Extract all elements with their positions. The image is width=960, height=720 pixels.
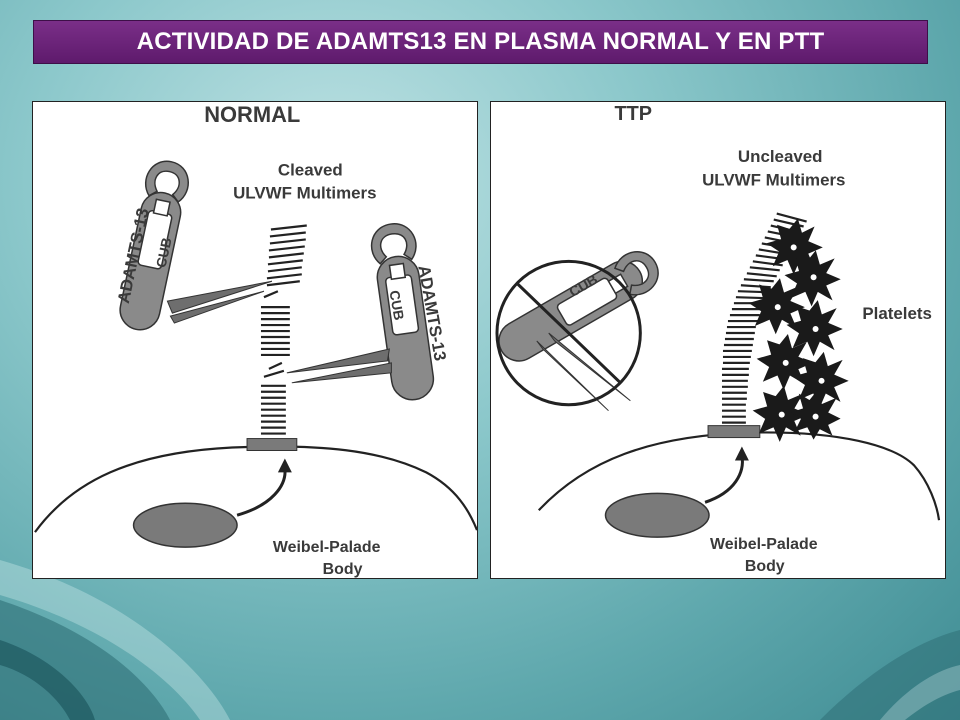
scissor-blades-right — [286, 348, 392, 384]
weibel-palade-body — [132, 502, 238, 548]
membrane-anchor — [707, 425, 761, 439]
multimer-upper-segment — [263, 224, 307, 299]
adamts13-enzyme-left — [119, 160, 189, 331]
platelets-cluster — [748, 218, 849, 442]
secretion-arrow — [704, 455, 744, 504]
uncleaved-multimer — [721, 212, 807, 424]
cub-label-left: CUB — [153, 236, 175, 269]
cleaved-label-line2: ULVWF Multimers — [233, 184, 376, 203]
scissor-blade-1 — [548, 332, 631, 402]
scissor-blade-2 — [536, 340, 609, 412]
body-label-line1: Weibel-Palade — [710, 536, 818, 553]
membrane-anchor — [246, 438, 298, 451]
normal-panel: CUB ADAMTS-13 CUB ADAMTS-13 NORMAL Cleav… — [32, 101, 478, 579]
cleaved-label-line1: Cleaved — [278, 161, 343, 180]
secretion-arrow-head — [734, 446, 749, 461]
ttp-diagram: CUB TTP Uncleaved ULVWF Multimers Platel… — [495, 103, 941, 575]
secretion-arrow-head — [277, 458, 292, 473]
multimer-middle-segment — [260, 306, 290, 357]
cub-label-right: CUB — [386, 289, 407, 321]
normal-heading: NORMAL — [204, 102, 300, 127]
platelets-label: Platelets — [862, 304, 932, 323]
uncleaved-label-line1: Uncleaved — [738, 147, 823, 166]
no-symbol-slash — [515, 282, 622, 384]
slide-title-bar: ACTIVIDAD DE ADAMTS13 EN PLASMA NORMAL Y… — [33, 20, 928, 64]
cell-membrane — [537, 431, 941, 521]
ttp-heading: TTP — [614, 103, 652, 125]
body-label-line2: Body — [323, 561, 363, 578]
no-symbol-circle — [495, 259, 642, 407]
multimer-lower-segment — [260, 361, 286, 435]
secretion-arrow — [236, 468, 287, 517]
weibel-palade-body — [604, 492, 710, 538]
normal-diagram: CUB ADAMTS-13 CUB ADAMTS-13 NORMAL Cleav… — [34, 102, 477, 578]
uncleaved-label-line2: ULVWF Multimers — [702, 171, 845, 190]
body-label-line1: Weibel-Palade — [273, 539, 381, 556]
slide-title: ACTIVIDAD DE ADAMTS13 EN PLASMA NORMAL Y… — [136, 28, 825, 55]
cell-membrane — [34, 445, 477, 533]
body-label-line2: Body — [745, 558, 785, 575]
scissor-blades-left — [166, 280, 273, 324]
platelets-highlights — [774, 244, 825, 420]
ttp-panel: CUB TTP Uncleaved ULVWF Multimers Platel… — [490, 101, 946, 579]
inhibited-adamts13-enzyme — [495, 251, 659, 412]
